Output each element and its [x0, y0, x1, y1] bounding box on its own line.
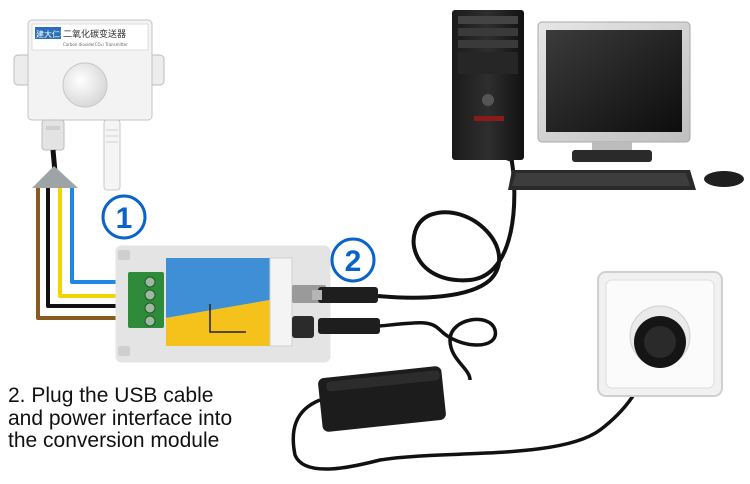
step-1-marker: 1 [101, 194, 147, 240]
usb-cable-line [377, 149, 517, 300]
terminal-screw-3 [144, 302, 156, 314]
wire-blue [70, 188, 132, 284]
dc-cable [379, 317, 497, 381]
module-ear-tl [118, 250, 130, 260]
module-power-port [292, 316, 314, 338]
sensor-dome [62, 62, 108, 108]
module-edge-highlight [115, 245, 331, 363]
cable-split-sleeve [32, 166, 78, 188]
sensor-title: 二氧化碳变送器 [63, 28, 126, 40]
sensor-subtitle: Carbon dioxide(CO₂) Transmitter [63, 42, 128, 47]
wall-socket [597, 271, 723, 397]
pc-keyboard [508, 170, 696, 190]
terminal-screw-4 [144, 315, 156, 327]
module-label-line [209, 304, 246, 333]
wire-brown [36, 188, 128, 320]
wire-yellow [58, 188, 130, 298]
caption-line-3: the conversion module [8, 429, 220, 452]
instruction-caption: 2. Plug the USB cable and power interfac… [8, 384, 308, 453]
sensor-probe [103, 119, 121, 191]
usb-plug-module-end [318, 287, 378, 303]
power-adapter-brick [318, 366, 446, 432]
monitor-screen [546, 30, 682, 132]
module-ear-bl [118, 346, 130, 356]
pc-monitor [537, 21, 691, 162]
ac-cable [291, 344, 662, 471]
power-supply [291, 271, 723, 471]
co2-sensor: 建大仁科 二氧化碳变送器 Carbon dioxide(CO₂) Transmi… [13, 19, 165, 191]
sensor-wires [36, 188, 132, 320]
pc-mouse [704, 171, 744, 187]
sensor-gland-ring [46, 126, 60, 130]
sensor-logo-text: 建大仁科 [36, 29, 68, 39]
step-2-marker: 2 [330, 237, 376, 283]
sensor-logo-block [35, 27, 61, 39]
sensor-cable-gland [41, 119, 65, 151]
caption-line-2: and power interface into [8, 406, 233, 430]
usb-plug-metal [312, 290, 322, 300]
terminal-screw-1 [144, 276, 156, 288]
step-1-number: 1 [116, 202, 133, 235]
terminal-block [128, 272, 164, 328]
conversion-module [115, 245, 331, 363]
desktop-computer [452, 10, 744, 190]
pc-tower [452, 10, 524, 160]
module-label-yellow [166, 300, 270, 346]
terminal-screw-2 [144, 289, 156, 301]
module-label-blue [166, 258, 270, 318]
dc-plug [318, 318, 380, 334]
caption-line-1: 2. Plug the USB cable [8, 384, 214, 407]
step-2-number: 2 [345, 245, 362, 278]
module-side-label [269, 257, 293, 347]
wire-black [46, 188, 128, 308]
